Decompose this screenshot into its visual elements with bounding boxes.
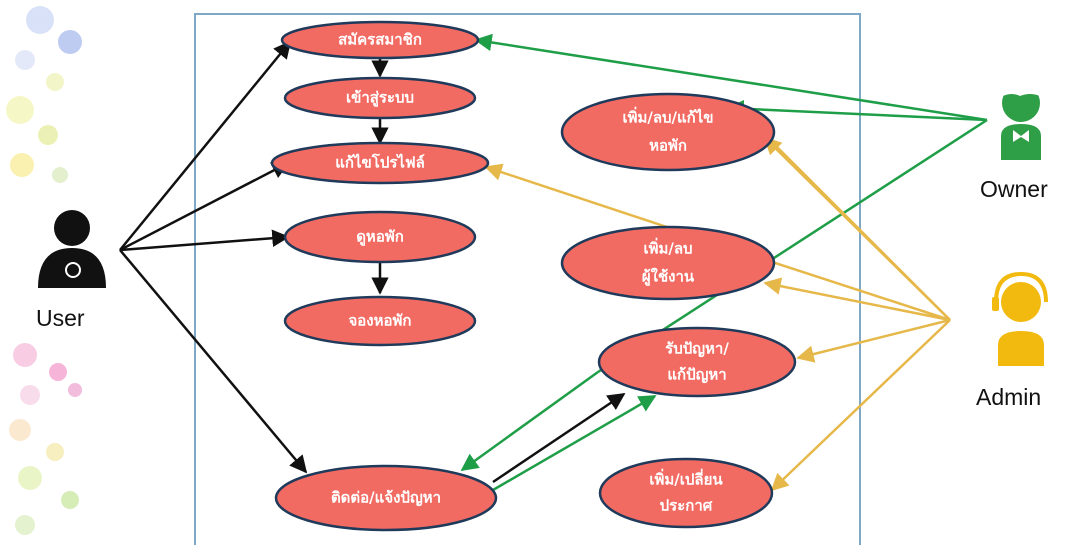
arrow-to-contact <box>460 370 599 472</box>
usecase-view-dorm-label: ดูหอพัก <box>356 228 404 247</box>
usecase-manage-dorm-label-2: หอพัก <box>649 137 687 155</box>
decorative-dots <box>6 6 82 535</box>
arrow-owner-manage-dorm <box>726 99 988 122</box>
person-bowtie-icon <box>1013 130 1029 142</box>
headset-person-icon <box>998 331 1044 366</box>
usecase-handle-problem[interactable]: รับปัญหา/ แก้ปัญหา <box>597 326 797 398</box>
user-actor-label: User <box>36 305 85 331</box>
arrow-contact-handle <box>492 392 626 484</box>
usecase-book-dorm-label: จองหอพัก <box>349 312 412 330</box>
association-arrows <box>119 33 988 492</box>
admin-actor-label: Admin <box>976 384 1042 410</box>
line-admin-diag <box>759 129 951 321</box>
owner-actor-icon <box>1001 81 1041 160</box>
usecase-edit-profile[interactable]: แก้ไขโปรไฟล์ <box>270 141 490 185</box>
line-admin-users-mid <box>759 256 951 322</box>
person-icon <box>54 210 90 246</box>
usecase-announcement-label-2: ประกาศ <box>660 497 713 515</box>
arrow-admin-manage-users <box>763 277 951 322</box>
arrow-contact-handle-green <box>492 394 657 492</box>
arrow-user-view-dorm <box>119 229 290 252</box>
owner-actor-label: Owner <box>980 176 1048 202</box>
use-cases: สมัครสมาชิก เข้าสู่ระบบ แก้ไขโปรไฟล์ ดูห… <box>270 20 797 532</box>
usecase-login[interactable]: เข้าสู่ระบบ <box>283 76 477 120</box>
usecase-register[interactable]: สมัครสมาชิก <box>280 20 480 60</box>
system-boundary <box>194 13 861 545</box>
usecase-contact[interactable]: ติดต่อ/แจ้งปัญหา <box>274 464 498 532</box>
usecase-view-dorm[interactable]: ดูหอพัก <box>283 210 477 264</box>
usecase-register-label: สมัครสมาชิก <box>338 31 422 49</box>
arrow-admin-handle <box>796 318 951 363</box>
usecase-handle-problem-label-2: แก้ปัญหา <box>667 366 726 384</box>
usecase-manage-dorm-label-1: เพิ่ม/ลบ/แก้ไข <box>622 107 713 127</box>
arrow-user-contact <box>119 249 308 474</box>
arrow-user-edit-profile <box>119 161 290 252</box>
admin-actor-icon <box>992 271 1048 366</box>
arrow-user-register <box>119 40 292 251</box>
usecase-manage-users-label-2: ผู้ใช้งาน <box>642 268 695 287</box>
usecase-manage-dorm[interactable]: เพิ่ม/ลบ/แก้ไข หอพัก <box>560 92 776 172</box>
user-actor-icon <box>38 210 106 288</box>
usecase-edit-profile-label: แก้ไขโปรไฟล์ <box>335 153 425 172</box>
usecase-book-dorm[interactable]: จองหอพัก <box>283 295 477 347</box>
usecase-manage-users-label-1: เพิ่ม/ลบ <box>643 238 692 258</box>
usecase-announcement[interactable]: เพิ่ม/เปลี่ยน ประกาศ <box>598 457 774 529</box>
usecase-handle-problem-label-1: รับปัญหา/ <box>665 340 729 358</box>
usecase-contact-label: ติดต่อ/แจ้งปัญหา <box>331 489 441 507</box>
usecase-announcement-label-1: เพิ่ม/เปลี่ยน <box>649 469 723 489</box>
arrow-owner-register <box>474 33 988 122</box>
arrow-admin-announcement <box>770 319 951 492</box>
usecase-login-label: เข้าสู่ระบบ <box>346 89 414 108</box>
usecase-manage-users[interactable]: เพิ่ม/ลบ ผู้ใช้งาน <box>560 225 776 301</box>
